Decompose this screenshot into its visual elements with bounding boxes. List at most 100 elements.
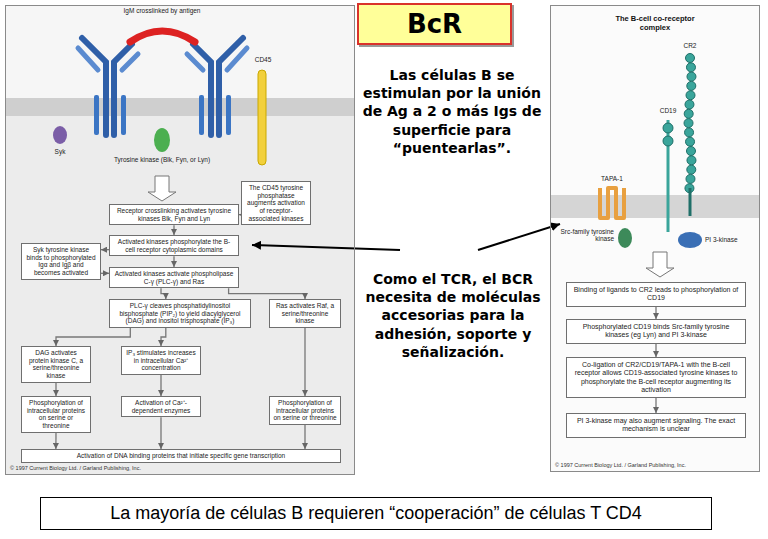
cr2-bead (686, 54, 695, 63)
part-label: CD45 (246, 56, 280, 63)
cr2-bead (684, 109, 693, 118)
flow-arrow (55, 433, 56, 449)
flow-arrow (655, 344, 656, 358)
note-text: Como el TCR, el BCR necesita de molécula… (358, 270, 548, 361)
caption-text: La mayoría de células B requieren “coope… (47, 503, 705, 524)
cr2-bead (687, 165, 696, 174)
light-chain (122, 54, 138, 70)
tapa1-serpentine (600, 188, 624, 218)
heavy-chain (114, 44, 132, 135)
box-text: DAG activates protein kinase C, a serine… (25, 349, 87, 380)
part-label: IgM crosslinked by antigen (112, 7, 212, 14)
process-box: Binding of ligands to CR2 leads to phosp… (566, 282, 746, 307)
panel-ground (550, 5, 760, 472)
part-label: PI 3-kinase (705, 236, 757, 243)
tyrosine-kinase-oval (154, 128, 170, 152)
ig-beta (226, 95, 231, 135)
box-text: Activation of Ca²⁺-dependent enzymes (125, 399, 197, 414)
process-box: PI 3-kinase may also augment signaling. … (566, 413, 746, 438)
igm-receptor (78, 38, 247, 135)
box-text: The CD45 tyrosine phosphatase augments a… (245, 184, 307, 222)
cr2-chain (684, 54, 696, 193)
box-text: Phosphorylated CD19 binds Src-family tyr… (571, 323, 741, 340)
cd45-rod (258, 70, 266, 165)
flow-arrow (55, 383, 56, 396)
pi3k-oval (678, 232, 702, 248)
part-label: TAPA-1 (592, 175, 632, 182)
membrane (550, 195, 760, 218)
process-box: Activation of Ca²⁺-dependent enzymes (121, 396, 201, 417)
flow-arrow (101, 273, 109, 274)
box-text: Activated kinases phosphorylate the B-ce… (113, 238, 235, 253)
process-box: Syk tyrosine kinase binds to phosphoryla… (21, 243, 101, 280)
antigen (130, 31, 195, 42)
process-box: Phosphorylated CD19 binds Src-family tyr… (566, 319, 746, 344)
src-kinase-oval (618, 228, 632, 248)
flow-arrow (101, 249, 109, 250)
cr2-bead (687, 156, 696, 165)
part-label: Syk (46, 148, 74, 155)
cr2-bead (686, 147, 695, 156)
part-label: Src-family tyrosine kinase (556, 228, 614, 243)
heavy-chain (219, 38, 243, 135)
pointer-arrow (478, 224, 560, 250)
flow-arrow (304, 328, 305, 396)
light-chain (78, 48, 98, 70)
process-box: DAG activates protein kinase C, a serine… (21, 346, 91, 383)
block-arrow (646, 252, 674, 277)
title-text: BcR (407, 9, 462, 39)
flow-arrow (160, 375, 161, 396)
block-arrow (148, 176, 176, 201)
cr2-bead (686, 91, 695, 100)
pointer-arrow (252, 245, 400, 250)
part-label: CR2 (676, 42, 704, 49)
box-text: Binding of ligands to CR2 leads to phosp… (571, 286, 741, 303)
cd19-domain (663, 123, 673, 133)
ig-alpha (94, 95, 99, 135)
flow-arrow (173, 256, 174, 267)
flow-arrow (56, 328, 130, 346)
figure-panel: © 1997 Current Biology Ltd. / Garland Pu… (5, 5, 355, 475)
panel-ground (5, 5, 355, 475)
box-text: Co-ligation of CR2/CD19/TAPA-1 with the … (571, 361, 741, 394)
process-box: The CD45 tyrosine phosphatase augments a… (241, 181, 311, 225)
box-text: Activation of DNA binding proteins that … (25, 452, 337, 460)
ig-alpha (199, 95, 204, 135)
process-box: Phosphorylation of intracellular protein… (21, 396, 91, 433)
panel-text: © 1997 Current Biology Ltd. / Garland Pu… (10, 465, 141, 471)
membrane (5, 98, 355, 116)
flow-arrow (655, 307, 656, 320)
process-box: Receptor crosslinking activates tyrosine… (109, 204, 239, 225)
heavy-chain (82, 38, 106, 135)
process-box: Activation of DNA binding proteins that … (21, 449, 341, 463)
cytoplasm (5, 116, 355, 475)
ig-beta (121, 95, 126, 135)
flow-arrow (304, 425, 305, 449)
cd19-domain (663, 136, 673, 146)
flow-arrow (160, 417, 161, 449)
flow-arrow (173, 225, 174, 235)
note-text: Las células B se estimulan por la unión … (356, 66, 548, 157)
box-text: IP₃ stimulates increases in intracellula… (125, 349, 197, 372)
cr2-stem (689, 188, 692, 216)
panel-text: © 1997 Current Biology Ltd. / Garland Pu… (555, 462, 686, 468)
process-box: Activated kinases phosphorylate the B-ce… (109, 235, 239, 256)
process-box: IP₃ stimulates increases in intracellula… (121, 346, 201, 375)
box-text: Phosphorylation of intracellular protein… (273, 399, 337, 422)
flow-arrow (229, 288, 305, 299)
title-box: BcR (357, 3, 512, 45)
part-label: Tyrosine kinase (Blk, Fyn, or Lyn) (112, 156, 212, 163)
box-text: PI 3-kinase may also augment signaling. … (571, 417, 741, 434)
cr2-bead (686, 174, 695, 183)
panel-text: The B-cell co-receptor complex (600, 14, 710, 32)
cr2-bead (685, 128, 694, 137)
light-chain (227, 48, 247, 70)
process-box: Ras activates Raf, a serine/threonine ki… (269, 299, 341, 328)
cr2-bead (687, 72, 696, 81)
process-box: PLC-γ cleaves phosphatidylinositol bisph… (109, 299, 251, 328)
cr2-bead (686, 137, 695, 146)
part-label: CD19 (652, 107, 684, 114)
box-text: Ras activates Raf, a serine/threonine ki… (273, 302, 337, 325)
process-box: Phosphorylation of intracellular protein… (269, 396, 341, 425)
cr2-bead (685, 100, 694, 109)
